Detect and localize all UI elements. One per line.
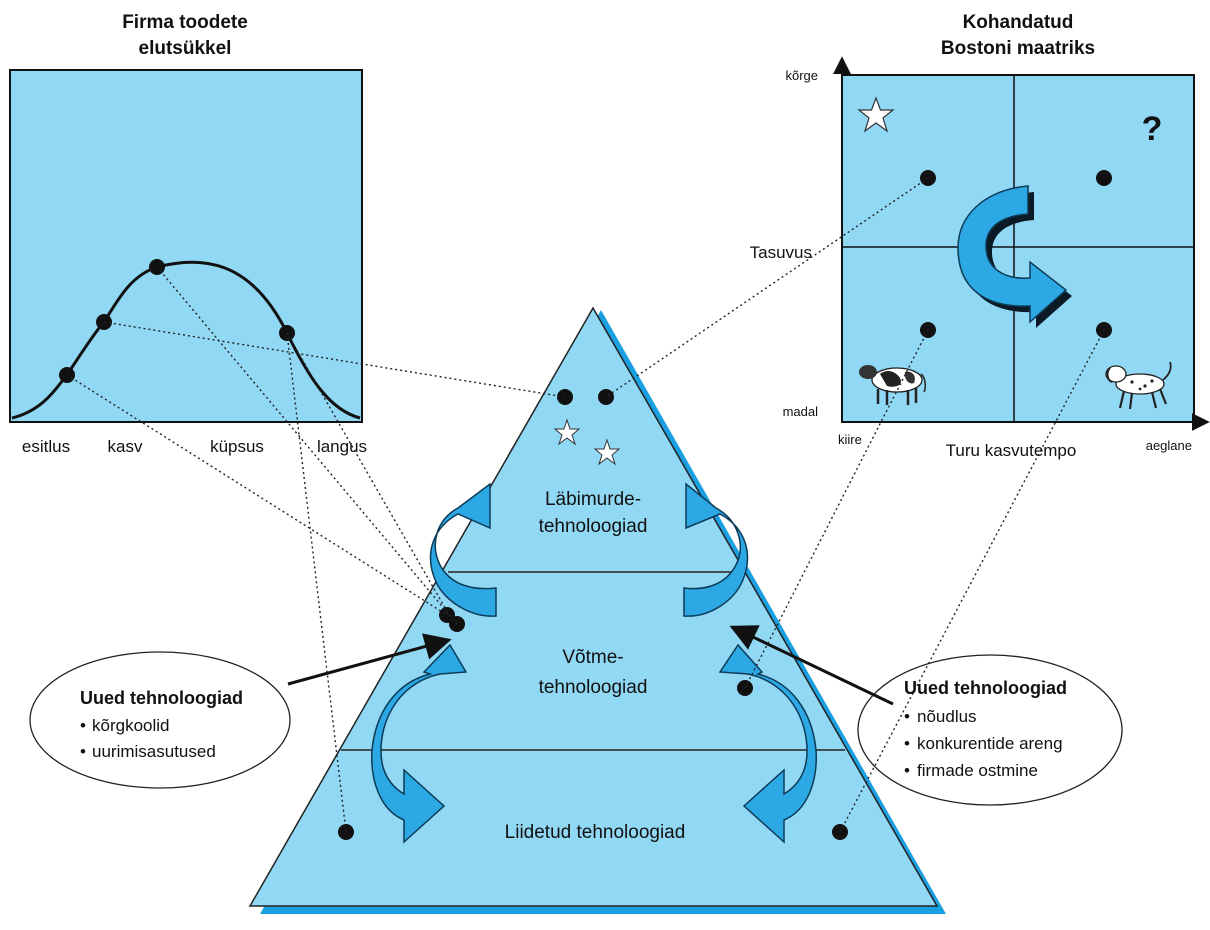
left-bubble-bullet: • xyxy=(80,742,86,761)
left-bubble-arrow xyxy=(287,633,452,686)
lifecycle-title-line2: elutsükkel xyxy=(139,38,232,59)
pyramid-dot-top-right xyxy=(598,389,614,405)
star-icon xyxy=(857,96,895,133)
matrix-cycle-arrow-icon xyxy=(957,185,1072,328)
connector-decline-to-base xyxy=(286,332,347,833)
pyramid-dot-mid-right-lower xyxy=(737,680,753,696)
tier-base-label: Liidetud tehnoloogiad xyxy=(505,822,686,843)
pyramid-body xyxy=(248,306,939,907)
left-bubble-item: kõrgkoolid xyxy=(92,716,170,735)
star-icon xyxy=(593,438,621,466)
right-new-tech-bubble: Uued tehnoloogiad • nõudlus • konkurenti… xyxy=(857,654,1123,806)
question-mark-icon: ? xyxy=(1142,110,1163,148)
matrix-title-line1: Kohandatud xyxy=(963,12,1074,33)
cycle-arrow-upper-left-icon xyxy=(429,482,497,617)
left-bubble-bullet: • xyxy=(80,716,86,735)
matrix-area xyxy=(841,74,1195,423)
right-bubble-bullet: • xyxy=(904,761,910,780)
y-axis-low-label: madal xyxy=(783,404,819,419)
connector-decline-to-middle xyxy=(286,332,453,621)
pyramid-dot-top-left xyxy=(557,389,573,405)
x-axis-label: Turu kasvutempo xyxy=(946,441,1077,460)
matrix-dot-question xyxy=(1096,170,1112,186)
tier-key-line1: Võtme- xyxy=(562,647,623,668)
phase-label-kupsus: küpsus xyxy=(210,437,264,456)
pyramid-dot-mid-left-b xyxy=(449,616,465,632)
lifecycle-title-line1: Firma toodete xyxy=(122,12,248,33)
left-bubble-item: uurimisasutused xyxy=(92,742,216,761)
matrix-title-line2: Bostoni maatriks xyxy=(941,38,1095,59)
pyramid-dot-base-left xyxy=(338,824,354,840)
left-new-tech-bubble: Uued tehnoloogiad • kõrgkoolid • uurimis… xyxy=(29,651,291,789)
cycle-arrow-middle-left-icon xyxy=(371,643,468,844)
pyramid-dot-base-right xyxy=(832,824,848,840)
right-bubble-arrow xyxy=(729,625,894,706)
x-axis-fast-label: kiire xyxy=(838,432,862,447)
right-bubble-bullet: • xyxy=(904,707,910,726)
connector-cow-to-middle xyxy=(744,329,929,689)
right-bubble-item: firmade ostmine xyxy=(917,761,1038,780)
boston-matrix-panel: Kohandatud Bostoni maatriks kõrge madal … xyxy=(750,12,1210,460)
cycle-arrow-upper-right-icon xyxy=(683,482,749,617)
phase-label-langus: langus xyxy=(317,437,367,456)
tier-breakthrough-line2: tehnoloogiad xyxy=(539,516,648,537)
connector-lines xyxy=(66,177,1105,833)
cow-icon xyxy=(859,365,926,405)
right-bubble-item: nõudlus xyxy=(917,707,977,726)
right-bubble-bullet: • xyxy=(904,734,910,753)
right-bubble-heading: Uued tehnoloogiad xyxy=(904,678,1067,698)
phase-label-kasv: kasv xyxy=(108,437,143,456)
y-axis-label: Tasuvus xyxy=(750,243,812,262)
y-axis-high-label: kõrge xyxy=(785,68,818,83)
dog-icon xyxy=(1105,361,1172,410)
technology-pyramid: Läbimurde- tehnoloogiad Võtme- tehnoloog… xyxy=(248,306,946,914)
x-axis-slow-label: aeglane xyxy=(1146,438,1192,453)
right-bubble-item: konkurentide areng xyxy=(917,734,1063,753)
left-bubble-heading: Uued tehnoloogiad xyxy=(80,688,243,708)
tier-key-line2: tehnoloogiad xyxy=(539,677,648,698)
cycle-arrow-middle-right-icon xyxy=(718,643,817,844)
phase-label-esitlus: esitlus xyxy=(22,437,70,456)
lifecycle-panel: Firma toodete elutsükkel esitlus kasv kü… xyxy=(9,12,367,456)
tier-breakthrough-line1: Läbimurde- xyxy=(545,489,641,510)
star-icon xyxy=(553,418,581,446)
